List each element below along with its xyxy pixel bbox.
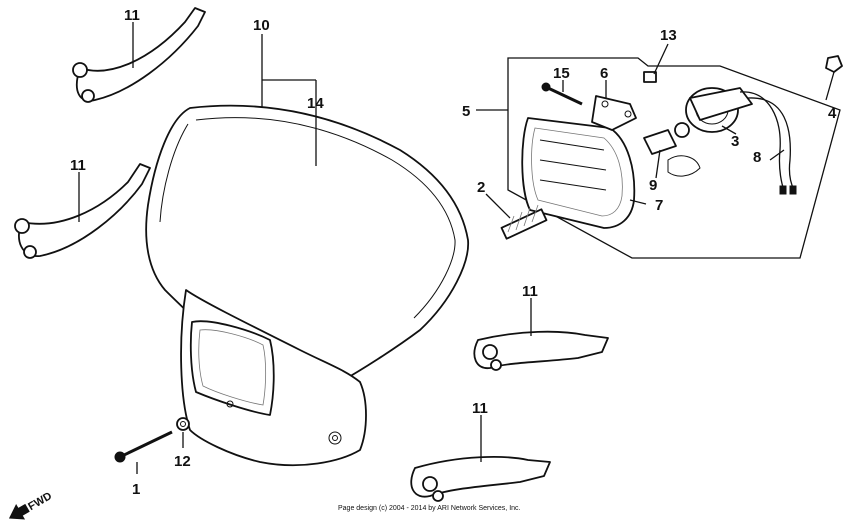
callout-15: 15: [553, 65, 570, 82]
callout-12: 14: [307, 95, 324, 112]
spring-clips[interactable]: [667, 155, 701, 177]
callout-9: 9: [649, 177, 657, 194]
socket-dust-cover[interactable]: [685, 87, 753, 133]
callout-11-upper-left: 11: [124, 7, 140, 24]
nut-13[interactable]: [176, 417, 190, 431]
callout-5: 5: [462, 103, 470, 120]
headlight-bulb[interactable]: [643, 122, 690, 155]
callout-2: 2: [477, 179, 485, 196]
stay-mid-left[interactable]: [14, 163, 151, 259]
fwd-arrow-icon: [8, 503, 30, 520]
leader-lines: [78, 22, 835, 474]
callout-10: 10: [253, 17, 270, 34]
callout-4: 4: [828, 105, 837, 122]
callout-13: 12: [174, 453, 191, 470]
bolt-14[interactable]: [643, 71, 657, 83]
headlight-wire[interactable]: [739, 91, 797, 195]
callout-11-mid-right: 11: [522, 283, 538, 300]
nut-4[interactable]: [825, 55, 843, 73]
callout-14: 13: [660, 27, 677, 44]
adjusting-screw[interactable]: [541, 82, 583, 106]
stay-lower-right[interactable]: [410, 456, 551, 502]
headlight-unit[interactable]: [521, 117, 636, 229]
copyright-notice: Page design (c) 2004 - 2014 by ARI Netwo…: [338, 505, 521, 512]
callout-11-mid-left: 11: [70, 157, 86, 174]
stay-upper-left[interactable]: [72, 7, 206, 103]
headlight-case-stay[interactable]: [591, 95, 637, 131]
fwd-direction-indicator: FWD: [8, 490, 54, 520]
callout-6: 6: [600, 65, 608, 82]
callout-3: 3: [731, 133, 739, 150]
callout-11-lower-right: 11: [472, 400, 488, 417]
callout-7: 7: [655, 197, 663, 214]
bolt-1[interactable]: [114, 430, 173, 463]
callout-1: 1: [132, 481, 140, 498]
callout-8: 8: [753, 149, 761, 166]
headlight-cowl[interactable]: [145, 104, 469, 467]
spring-2[interactable]: [500, 204, 548, 240]
fwd-label: FWD: [26, 490, 54, 513]
stay-mid-right[interactable]: [473, 330, 609, 371]
callout-numbers: 11 10 14 11 11 11 1 12 2 5 15 6 13 4 3 8…: [70, 7, 837, 498]
